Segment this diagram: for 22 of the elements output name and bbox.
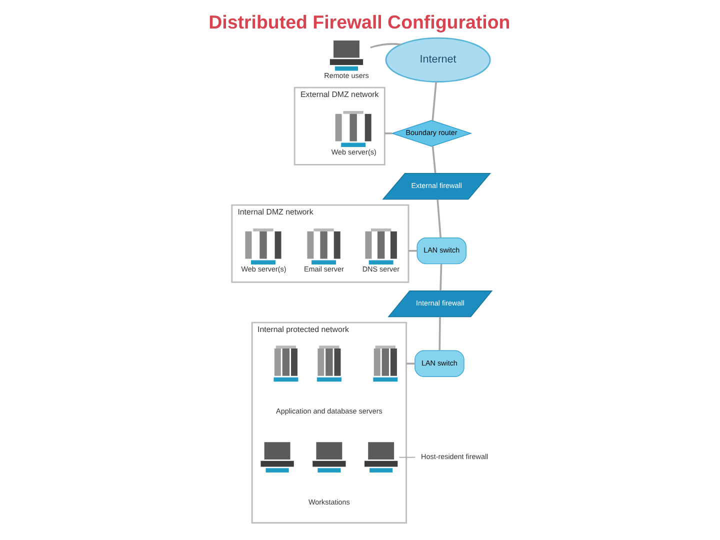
node-label: Remote users — [324, 70, 369, 80]
label: Application and database servers — [276, 406, 382, 416]
label: Workstations — [308, 498, 350, 507]
connector — [432, 146, 436, 174]
node-diamond: Boundary router — [390, 120, 472, 147]
node-ellipse: Internet — [385, 37, 491, 82]
connector — [406, 362, 415, 365]
connector — [398, 456, 416, 458]
connector — [370, 43, 401, 48]
node-box: LAN switch — [416, 238, 466, 264]
node-label: Web server(s) — [241, 264, 286, 274]
node-text: Host-resident firewall — [421, 452, 488, 462]
connector — [438, 316, 441, 351]
node-label: Web server(s) — [331, 147, 376, 156]
node-label: Email server — [304, 264, 344, 274]
node-label: DNS server — [362, 264, 400, 274]
diagram-title: Distributed Firewall Configuration — [208, 11, 510, 32]
connector — [440, 264, 442, 291]
connector — [384, 132, 392, 134]
node-box: LAN switch — [414, 350, 464, 377]
connector — [436, 199, 442, 238]
connector — [432, 82, 437, 121]
